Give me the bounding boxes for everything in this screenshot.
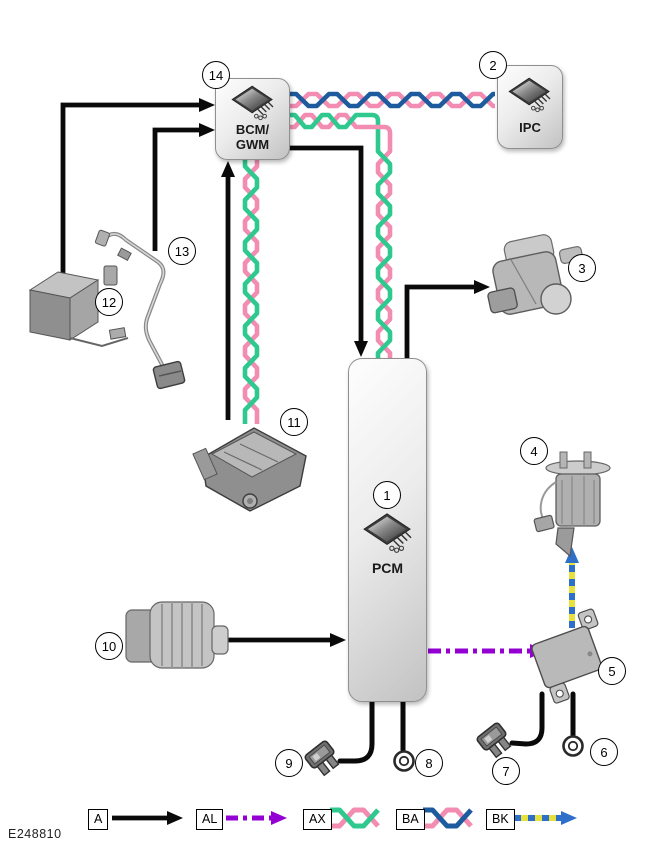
callout-8: 8 <box>415 749 443 777</box>
component4-fuel-pump-illustration <box>533 451 611 558</box>
connector7-icon <box>475 721 515 761</box>
pcm-label: PCM <box>371 560 404 576</box>
module-pcm: PCM <box>348 358 427 702</box>
callout-4: 4 <box>520 437 548 465</box>
fuse9-icon <box>303 739 343 779</box>
black-wires <box>60 98 576 764</box>
callout-1: 1 <box>373 481 401 509</box>
chip-icon <box>357 509 419 555</box>
legend-label-a: A <box>88 809 109 830</box>
twisted-pair-wires <box>242 91 496 829</box>
module-bcm-gwm: BCM/ GWM <box>215 78 290 160</box>
component3-valve-illustration <box>487 234 584 315</box>
wire-bcm-to-pcm <box>288 145 368 357</box>
component12-module-illustration <box>28 271 129 348</box>
bcm-gwm-label-line2: GWM <box>235 137 270 152</box>
wire-component12-to-bcm <box>60 98 215 277</box>
callout-11: 11 <box>280 408 308 436</box>
callout-12: 12 <box>95 288 123 316</box>
legend-label-ax: AX <box>303 809 332 830</box>
callout-10: 10 <box>95 632 123 660</box>
figure-id: E248810 <box>8 827 62 841</box>
chip-icon <box>504 74 556 114</box>
legend-label-bk: BK <box>486 809 515 830</box>
bcm-gwm-label-line1: BCM/ <box>235 122 270 137</box>
component5-pump-control-module-illustration <box>531 608 603 704</box>
callout-9: 9 <box>275 749 303 777</box>
wire-module5-to-connector7 <box>509 691 545 747</box>
chip-icon <box>226 82 280 122</box>
callout-3: 3 <box>568 254 596 282</box>
wire-pcm-to-component3 <box>404 280 490 358</box>
callout-6: 6 <box>590 738 618 766</box>
module-ipc: IPC <box>497 65 563 149</box>
legend-label-al: AL <box>196 809 224 830</box>
ring-terminal6-icon <box>562 735 584 757</box>
component10-sensor-illustration <box>125 601 229 669</box>
ring-terminal8-icon <box>393 750 415 772</box>
callout-5: 5 <box>598 657 626 685</box>
callout-2: 2 <box>479 51 507 79</box>
callout-14: 14 <box>202 61 230 89</box>
component13-bracket-illustration <box>94 229 186 390</box>
wire-component13-to-bcm <box>152 123 215 251</box>
callout-13: 13 <box>168 237 196 265</box>
ipc-label: IPC <box>519 120 541 135</box>
callout-7: 7 <box>492 757 520 785</box>
component11-module-illustration <box>192 427 307 512</box>
wire-pcm-to-fuse9 <box>337 697 375 764</box>
legend-label-ba: BA <box>396 809 425 830</box>
